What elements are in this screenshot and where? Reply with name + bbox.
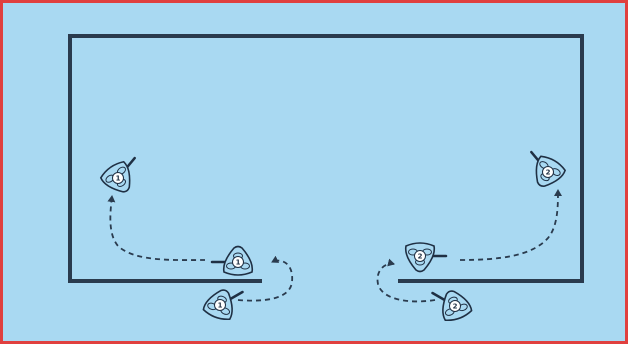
player-number: 2	[418, 253, 423, 261]
player-right-mid: 2	[404, 242, 448, 273]
player-left-bottom: 1	[202, 289, 244, 321]
player-number: 1	[236, 259, 241, 267]
player-number: 1	[116, 175, 121, 183]
path-right-lower	[376, 258, 436, 303]
player-number: 2	[453, 303, 458, 311]
player-right-top: 2	[530, 150, 567, 187]
rink-boundary	[68, 34, 584, 283]
player-left-top: 1	[99, 156, 136, 193]
player-right-bottom: 2	[431, 290, 473, 322]
player-number: 1	[218, 302, 223, 310]
player-number: 2	[546, 169, 551, 177]
player-left-mid: 1	[210, 245, 254, 276]
path-right-upper	[459, 189, 562, 261]
path-left-lower	[237, 255, 293, 302]
